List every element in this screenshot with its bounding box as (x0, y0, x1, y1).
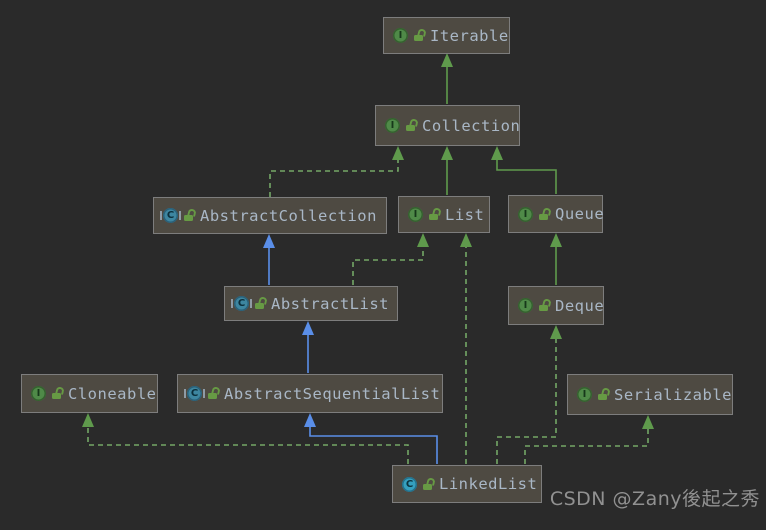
interface-icon: I (577, 387, 592, 402)
edge-abstractlist-implements-list (352, 233, 429, 285)
edge-queue-extends-collection (491, 146, 557, 194)
interface-icon: I (518, 298, 533, 313)
interface-icon: I (408, 207, 423, 222)
public-open-lock-icon (255, 298, 265, 309)
class-name: Deque (555, 296, 605, 315)
class-node-deque[interactable]: I Deque (508, 286, 604, 325)
interface-icon: I (31, 386, 46, 401)
public-open-lock-icon (539, 300, 549, 311)
public-open-lock-icon (429, 209, 439, 220)
public-open-lock-icon (184, 210, 194, 221)
edge-list-extends-collection (441, 146, 453, 195)
class-name: AbstractSequentialList (224, 384, 441, 403)
class-node-iterable[interactable]: I Iterable (383, 17, 510, 54)
edge-linkedlist-implements-cloneable (82, 413, 409, 464)
edge-linkedlist-implements-deque (496, 325, 562, 464)
class-name: AbstractList (271, 294, 389, 313)
csdn-watermark: CSDN @Zany後起之秀 (549, 488, 760, 510)
public-open-lock-icon (208, 388, 218, 399)
class-name: List (445, 205, 485, 224)
edge-linkedlist-implements-serializable (524, 415, 654, 464)
class-node-linkedlist[interactable]: C LinkedList (392, 465, 542, 503)
class-name: Queue (555, 205, 605, 223)
class-node-abstractlist[interactable]: C AbstractList (224, 286, 398, 321)
class-node-serializable[interactable]: I Serializable (567, 374, 733, 415)
class-name: Cloneable (68, 384, 157, 403)
class-node-abstractcollection[interactable]: C AbstractCollection (153, 197, 387, 234)
class-node-cloneable[interactable]: I Cloneable (21, 374, 158, 413)
public-open-lock-icon (598, 389, 608, 400)
edge-abstractlist-extends-abstractcollection (263, 234, 275, 285)
abstract-class-icon: C (231, 296, 252, 311)
public-open-lock-icon (52, 388, 62, 399)
edge-abstractcollection-implements-collection (269, 146, 404, 197)
class-node-collection[interactable]: I Collection (375, 105, 520, 146)
class-name: Collection (422, 116, 521, 135)
abstract-class-icon: C (160, 208, 181, 223)
edge-linkedlist-implements-list (460, 233, 472, 464)
public-open-lock-icon (539, 209, 549, 220)
public-open-lock-icon (423, 479, 433, 490)
class-node-abstractsequentiallist[interactable]: C AbstractSequentialList (177, 374, 443, 413)
class-name: Serializable (614, 385, 732, 404)
public-open-lock-icon (414, 30, 424, 41)
class-icon: C (402, 476, 417, 492)
edge-linkedlist-extends-abstractsequentiallist (304, 413, 438, 464)
interface-icon: I (518, 206, 533, 222)
class-name: Iterable (430, 26, 509, 45)
edge-deque-extends-queue (550, 233, 562, 285)
interface-icon: I (393, 28, 408, 43)
edge-collection-extends-iterable (441, 53, 453, 104)
class-node-list[interactable]: I List (398, 196, 490, 233)
edge-abstractsequentiallist-extends-abstractlist (302, 321, 314, 373)
interface-icon: I (385, 118, 400, 133)
public-open-lock-icon (406, 120, 416, 131)
abstract-class-icon: C (184, 386, 205, 401)
class-node-queue[interactable]: I Queue (508, 195, 605, 233)
class-name: LinkedList (439, 475, 538, 493)
class-name: AbstractCollection (200, 206, 377, 225)
